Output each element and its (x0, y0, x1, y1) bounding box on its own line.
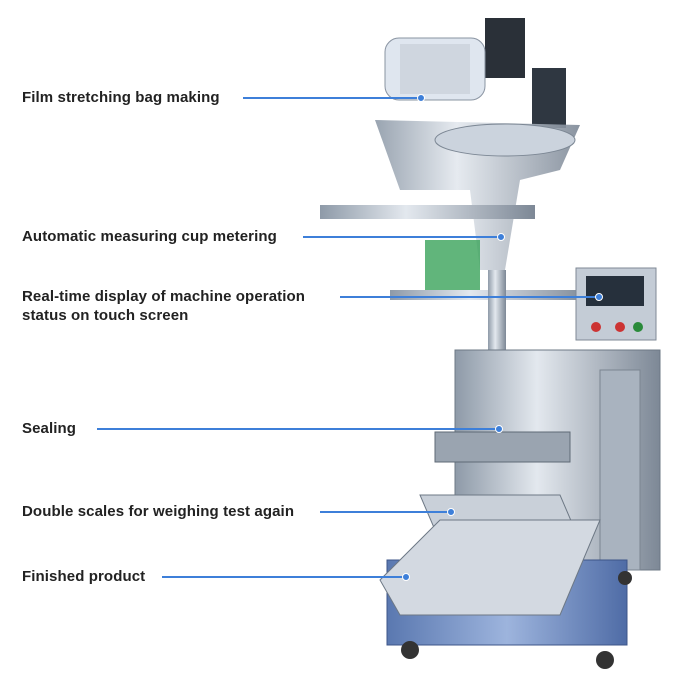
output-chute (379, 519, 601, 616)
callout-sealing: Sealing (22, 420, 77, 437)
callout-line-sealing (97, 428, 498, 430)
hopper (375, 120, 580, 270)
callout-line-scales (320, 511, 450, 513)
callout-line-film (243, 97, 420, 99)
callout-dot-finished (402, 573, 410, 581)
callout-dot-film (417, 94, 425, 102)
callout-dot-scales (447, 508, 455, 516)
callout-dot-measuring (497, 233, 505, 241)
motor-right (532, 68, 566, 128)
callout-finished-product: Finished product (22, 568, 146, 585)
callout-double-scales: Double scales for weighing test again (22, 503, 295, 520)
callout-measuring-cup: Automatic measuring cup metering (22, 228, 277, 245)
callout-line-touch-screen (340, 296, 598, 298)
sealing-jaws (434, 431, 571, 463)
callout-line-finished (162, 576, 405, 578)
callout-touch-screen-line2: status on touch screen (22, 307, 189, 324)
callout-touch-screen: Real-time display of machine operation s… (22, 287, 305, 325)
callout-touch-screen-line1: Real-time display of machine operation (22, 288, 306, 305)
callout-line-measuring (303, 236, 500, 238)
motor-top (485, 18, 525, 78)
callout-dot-touch-screen (595, 293, 603, 301)
callout-film-stretching: Film stretching bag making (22, 89, 220, 106)
callout-dot-sealing (495, 425, 503, 433)
